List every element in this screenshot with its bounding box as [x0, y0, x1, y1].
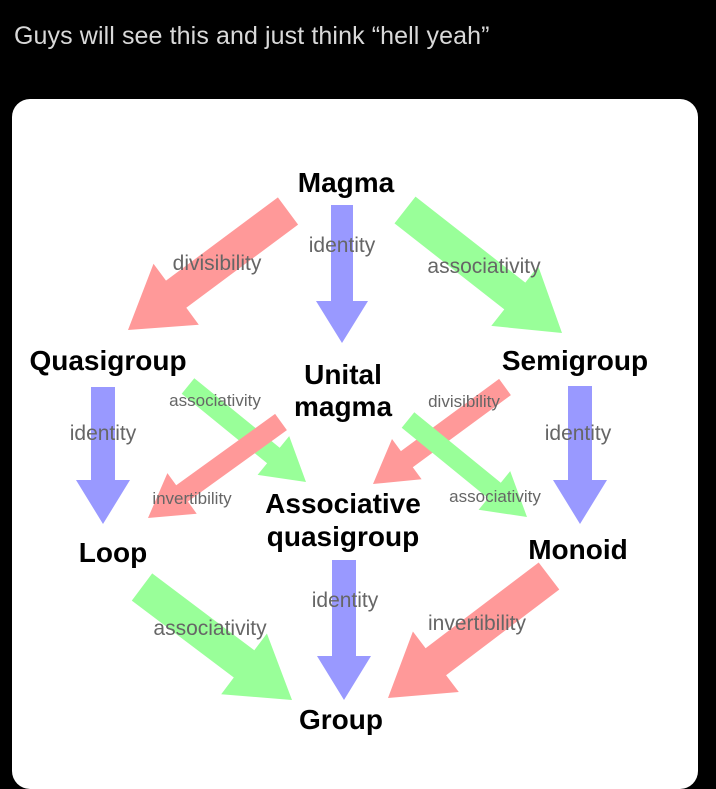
node-associative-quasigroup-line1: Associative: [265, 488, 421, 519]
node-unital-magma-line2: magma: [294, 391, 392, 422]
edge-label-magma-quasigroup: divisibility: [173, 252, 262, 275]
edge-label-unital-monoid: associativity: [449, 487, 541, 506]
edge-label-quasigroup-assoc: associativity: [169, 391, 261, 410]
arrows-layer: [76, 196, 607, 700]
node-quasigroup: Quasigroup: [29, 345, 186, 376]
edge-label-semigroup-monoid: identity: [545, 422, 612, 445]
edge-label-magma-unital: identity: [309, 234, 376, 257]
arrow-unital-loop: [148, 413, 287, 518]
edge-label-semigroup-assoc: divisibility: [428, 392, 500, 411]
arrow-monoid-group: [388, 562, 560, 698]
node-semigroup: Semigroup: [502, 345, 648, 376]
arrow-magma-quasigroup: [128, 197, 299, 330]
node-magma: Magma: [298, 167, 395, 198]
edge-label-unital-loop: invertibility: [152, 489, 232, 508]
node-group: Group: [299, 704, 383, 735]
edge-label-loop-group: associativity: [153, 617, 267, 640]
node-associative-quasigroup-line2: quasigroup: [267, 521, 419, 552]
edge-label-monoid-group: invertibility: [428, 612, 527, 635]
arrow-unital-monoid: [401, 412, 527, 517]
edge-label-magma-semigroup: associativity: [427, 255, 541, 278]
arrow-semigroup-assoc: [373, 378, 511, 484]
node-loop: Loop: [79, 537, 147, 568]
arrow-quasigroup-loop: [76, 387, 130, 524]
edge-label-assoc-group: identity: [312, 589, 379, 612]
edge-label-quasigroup-loop: identity: [70, 422, 137, 445]
arrow-semigroup-monoid: [553, 386, 607, 524]
arrow-magma-semigroup: [394, 196, 562, 333]
arrow-assoc-group: [317, 560, 371, 700]
arrow-loop-group: [131, 573, 292, 700]
post-caption: Guys will see this and just think “hell …: [14, 22, 490, 50]
arrow-magma-unital: [316, 205, 368, 343]
node-monoid: Monoid: [528, 534, 628, 565]
arrow-quasigroup-assoc: [181, 378, 306, 482]
node-unital-magma-line1: Unital: [304, 359, 382, 390]
